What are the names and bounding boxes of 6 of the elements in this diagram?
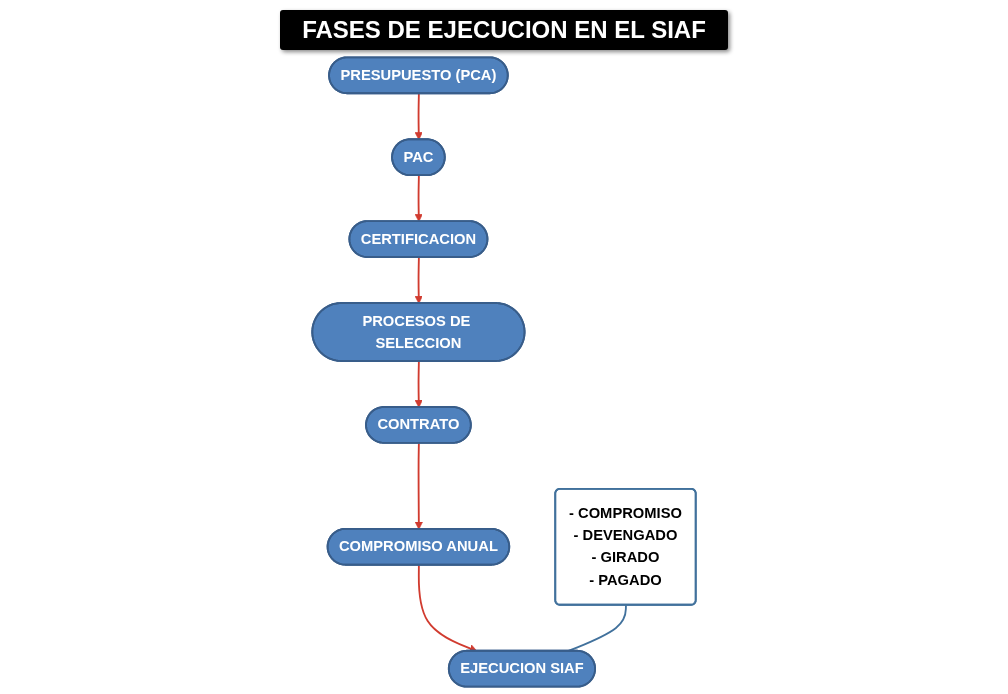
- arrow: [414, 442, 423, 530]
- arrow: [414, 92, 423, 141]
- arrow: [414, 360, 423, 408]
- arrow: [414, 256, 423, 304]
- title-banner: FASES DE EJECUCION EN EL SIAF: [280, 10, 728, 50]
- arrow: [414, 174, 423, 222]
